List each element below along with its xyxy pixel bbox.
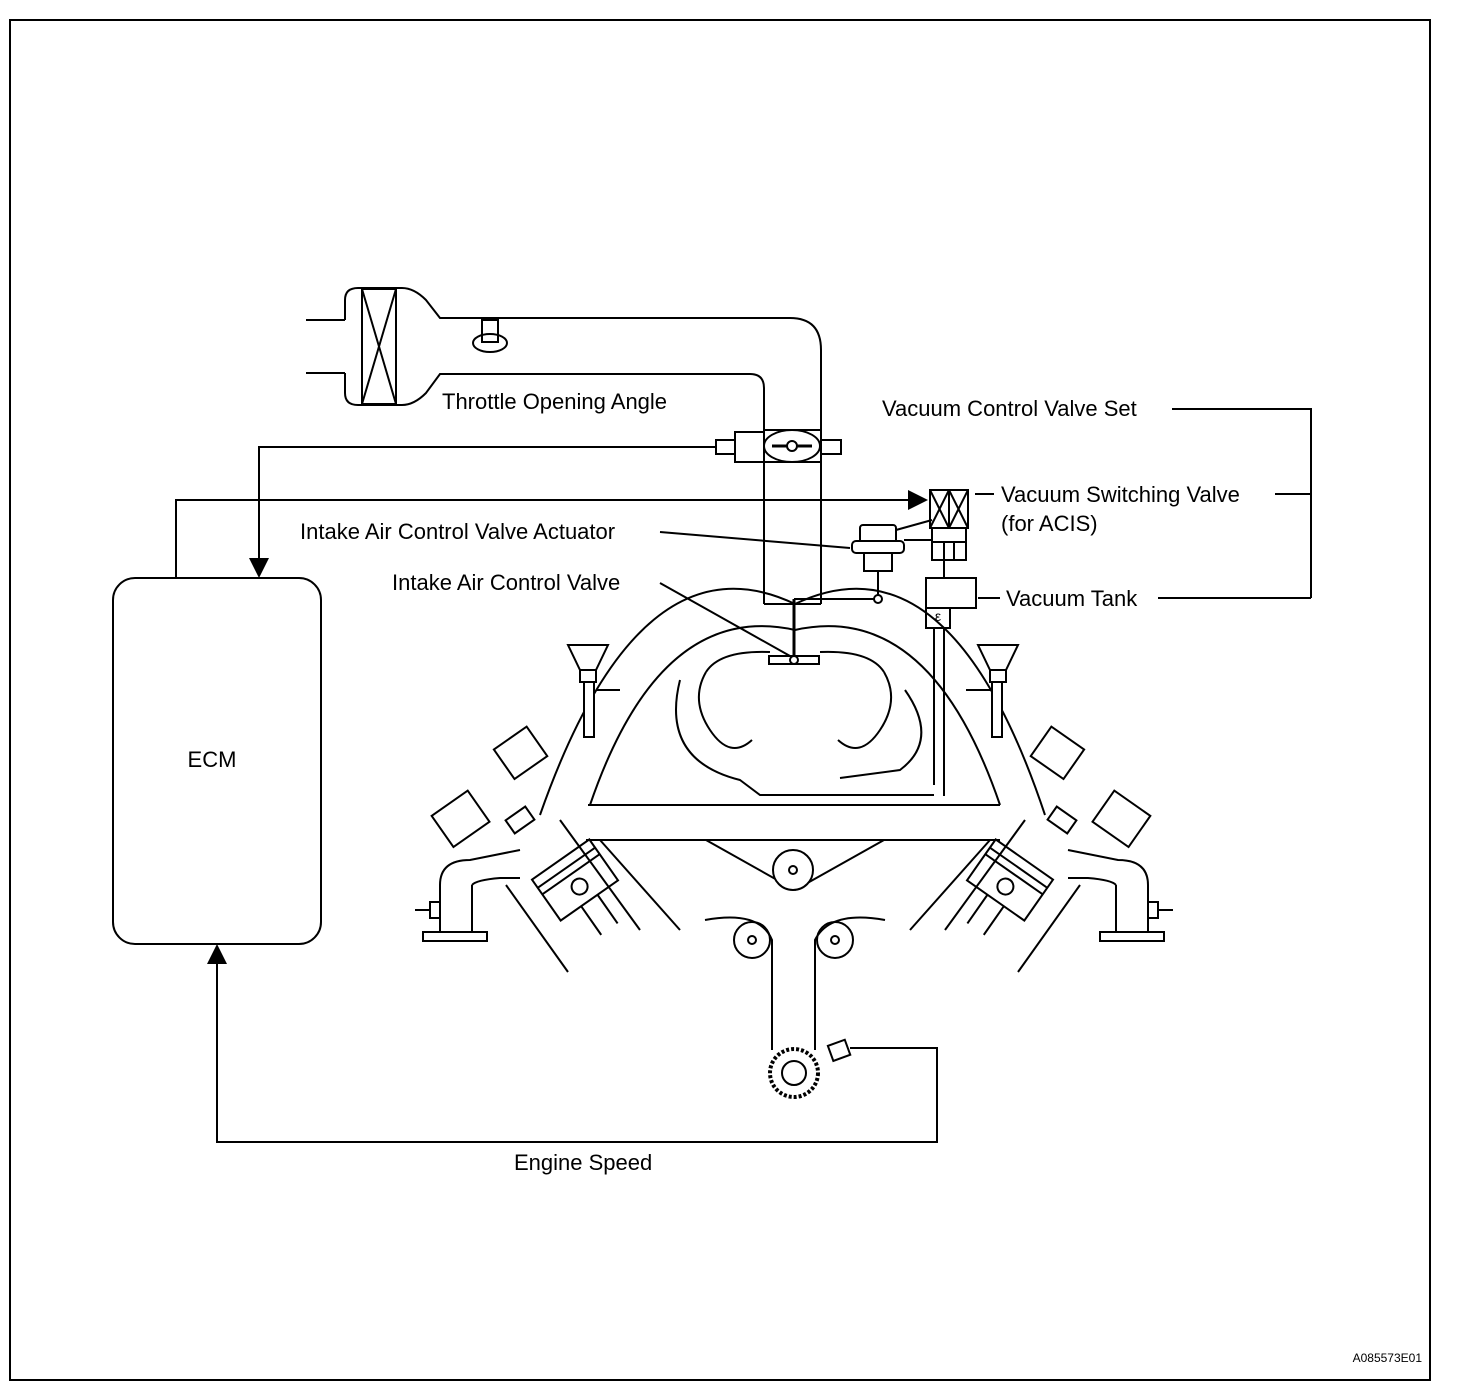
engine-speed-line xyxy=(207,944,938,1143)
bracket-vacuum-control-valve-set xyxy=(1172,408,1312,598)
throttle-signal-line xyxy=(249,446,716,578)
label-vacuum-control-valve-set: Vacuum Control Valve Set xyxy=(882,396,1137,421)
figure-border xyxy=(9,19,1431,1381)
ecm-label: ECM xyxy=(188,747,237,772)
label-vacuum-tank: Vacuum Tank xyxy=(1006,586,1138,611)
engine-block xyxy=(586,804,1000,1099)
svg-text:ε: ε xyxy=(935,608,941,624)
leader-valve xyxy=(659,582,791,657)
label-throttle-opening-angle: Throttle Opening Angle xyxy=(442,389,667,414)
air-intake-duct xyxy=(306,287,822,604)
intake-plenum xyxy=(539,587,1046,816)
crankshaft-position-sensor xyxy=(826,1038,852,1063)
intake-air-control-valve-actuator xyxy=(794,519,933,604)
label-intake-air-control-valve-actuator: Intake Air Control Valve Actuator xyxy=(300,519,615,544)
leader-actuator xyxy=(659,531,851,549)
vacuum-tank: ε xyxy=(925,560,977,629)
label-vacuum-switching-valve: Vacuum Switching Valve xyxy=(1001,482,1240,507)
label-intake-air-control-valve: Intake Air Control Valve xyxy=(392,570,620,595)
right-cylinder-bank xyxy=(944,644,1173,973)
vsv-control-line xyxy=(175,490,928,578)
intake-air-temp-sensor xyxy=(472,319,508,353)
throttle-position-sensor xyxy=(715,429,842,463)
vacuum-switching-valve xyxy=(929,489,969,561)
label-engine-speed: Engine Speed xyxy=(514,1150,652,1175)
figure-code: A085573E01 xyxy=(1353,1351,1423,1365)
label-vacuum-switching-valve-sub: (for ACIS) xyxy=(1001,511,1098,536)
left-cylinder-bank xyxy=(415,644,641,973)
